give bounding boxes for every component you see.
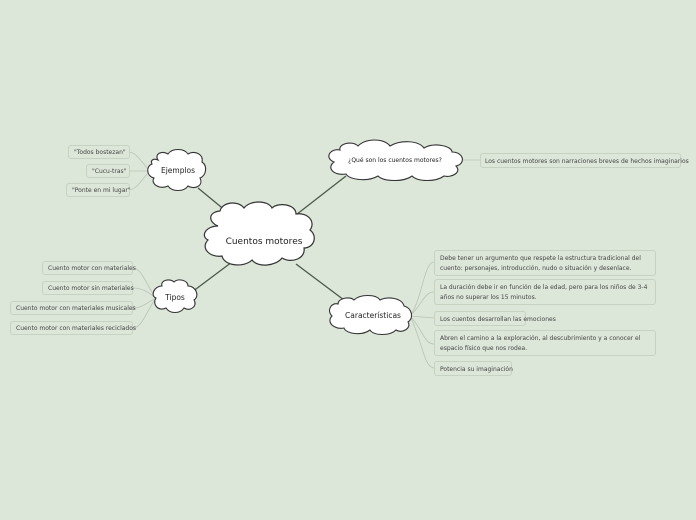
link-caract-5 bbox=[409, 315, 435, 369]
que-son-cloud-shape bbox=[328, 139, 463, 182]
link-caract-1 bbox=[409, 261, 435, 317]
ejemplos-item[interactable]: "Ponte en mi lugar" bbox=[66, 183, 131, 197]
tipos-item[interactable]: Cuento motor con materiales bbox=[42, 261, 136, 275]
ejemplos-item[interactable]: "Todos bostezan" bbox=[68, 145, 130, 159]
link-tipos-4 bbox=[132, 297, 157, 329]
link-tipos-3 bbox=[132, 297, 157, 309]
link-central-caracteristicas bbox=[295, 263, 345, 301]
caracteristicas-item[interactable]: Abren el camino a la exploración, al des… bbox=[434, 330, 656, 356]
link-central-que-son bbox=[291, 175, 347, 219]
tipos-item[interactable]: Cuento motor sin materiales bbox=[42, 281, 134, 295]
ejemplos-item[interactable]: "Cucu-tras" bbox=[86, 164, 130, 178]
link-caract-4 bbox=[409, 315, 435, 345]
link-caract-3 bbox=[409, 315, 435, 319]
caracteristicas-item[interactable]: La duración debe ir en función de la eda… bbox=[434, 279, 656, 305]
ejemplos-cloud-shape bbox=[147, 148, 207, 192]
que-son-item[interactable]: Los cuentos motores son narraciones brev… bbox=[480, 153, 689, 168]
link-ejemplos-3 bbox=[127, 172, 149, 191]
caracteristicas-item[interactable]: Debe tener un argumento que respete la e… bbox=[434, 250, 656, 276]
caracteristicas-item[interactable]: Potencia su imaginación bbox=[434, 361, 513, 376]
tipos-item[interactable]: Cuento motor con materiales musicales bbox=[10, 301, 136, 315]
tipos-cloud-shape bbox=[152, 279, 198, 314]
caracteristicas-topic[interactable]: Características bbox=[345, 311, 401, 320]
link-caract-2 bbox=[409, 291, 435, 317]
que-son-topic[interactable]: ¿Qué son los cuentos motores? bbox=[348, 157, 442, 164]
link-tipos-1 bbox=[132, 267, 157, 299]
caracteristicas-cloud-shape bbox=[329, 294, 413, 336]
tipos-item[interactable]: Cuento motor con materiales reciclados bbox=[10, 321, 136, 335]
link-central-tipos bbox=[191, 261, 233, 293]
ejemplos-topic[interactable]: Ejemplos bbox=[160, 166, 196, 175]
central-topic[interactable]: Cuentos motores bbox=[225, 237, 303, 247]
caracteristicas-item[interactable]: Los cuentos desarrollan las emociones bbox=[434, 311, 556, 326]
link-ejemplos-1 bbox=[127, 151, 149, 170]
central-cloud-shape bbox=[203, 201, 315, 266]
tipos-topic[interactable]: Tipos bbox=[165, 293, 185, 302]
